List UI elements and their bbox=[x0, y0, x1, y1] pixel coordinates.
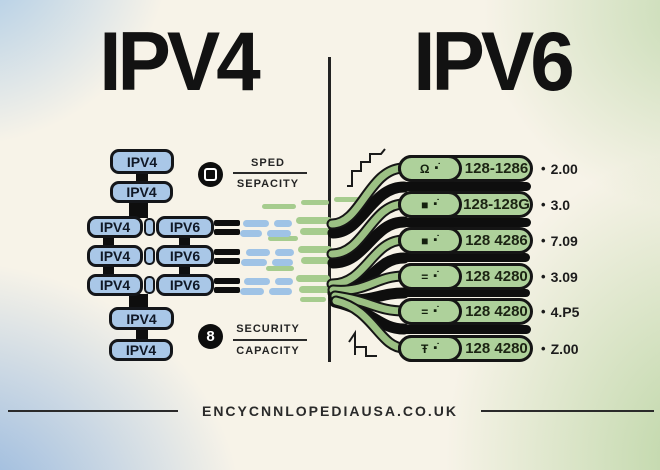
ipv6-address-pill: ■ ▪˙ 128-128G bbox=[398, 191, 533, 218]
title-ipv4: IPV4 bbox=[99, 15, 260, 108]
security-bottom-label: CAPACITY bbox=[236, 345, 300, 357]
address-code: 128 4280 bbox=[465, 340, 528, 357]
ipv6-address-pill: = ▪˙ 128 4280 bbox=[398, 298, 533, 325]
port-icon: ▪˙ bbox=[433, 234, 439, 246]
ipv6-address-pill: = ▪˙ 128 4280 bbox=[398, 263, 533, 290]
pair-connector-nub bbox=[144, 276, 155, 294]
bullet-icon: • bbox=[541, 161, 546, 176]
ipv6-pill: IPV6 bbox=[156, 274, 214, 296]
value-text: 4.P5 bbox=[550, 303, 580, 320]
speed-bottom-label: SEPACITY bbox=[236, 178, 300, 190]
cable-stub bbox=[214, 278, 240, 284]
value-text: 3.0 bbox=[550, 196, 571, 213]
cable-stub bbox=[214, 220, 240, 226]
ipv4-pill: IPV4 bbox=[109, 339, 173, 361]
square-icon: ■ bbox=[421, 233, 429, 248]
port-icon: ▪˙ bbox=[433, 270, 439, 282]
speed-rule bbox=[233, 172, 307, 174]
pair-connector-nub bbox=[144, 218, 155, 236]
pill-value: • Z.00 bbox=[541, 335, 579, 362]
pill-value: • 3.09 bbox=[541, 263, 578, 290]
pill-icon-capsule: = ▪˙ bbox=[398, 263, 462, 290]
pill-value: • 2.00 bbox=[541, 155, 578, 182]
cable-stub bbox=[214, 249, 240, 255]
ipv6-address-pill: Ω ▪˙ 128-1286 bbox=[398, 155, 533, 182]
pill-icon-capsule: ■ ▪˙ bbox=[398, 191, 462, 218]
address-code: 128-1286 bbox=[464, 160, 529, 177]
cable-stub bbox=[214, 229, 240, 235]
bullet-icon: • bbox=[541, 341, 546, 356]
ipv6-pill: IPV6 bbox=[156, 216, 214, 238]
circuit-zigzag-bottom bbox=[348, 329, 377, 357]
ipv4-pill: IPV4 bbox=[110, 181, 173, 203]
port-icon: ▪˙ bbox=[433, 198, 439, 210]
address-code: 128 4286 bbox=[465, 232, 528, 249]
cable-stub bbox=[214, 287, 240, 293]
chain-connector bbox=[103, 237, 114, 246]
chain-connector bbox=[136, 329, 148, 340]
circuit-zigzag-top bbox=[347, 148, 386, 187]
chain-connector bbox=[103, 266, 114, 275]
bullet-icon: • bbox=[541, 233, 546, 248]
center-divider-line bbox=[328, 57, 331, 362]
pair-connector-nub bbox=[144, 247, 155, 265]
chain-connector bbox=[179, 237, 190, 246]
tbar-icon: Ŧ bbox=[421, 341, 429, 356]
green-cables bbox=[326, 162, 410, 354]
security-rule bbox=[233, 339, 307, 341]
address-code: 128 4280 bbox=[465, 303, 528, 320]
footer-rule-right bbox=[481, 410, 654, 412]
port-icon: ▪˙ bbox=[433, 342, 439, 354]
port-icon: ▪˙ bbox=[434, 162, 441, 174]
pill-icon-capsule: ■ ▪˙ bbox=[398, 227, 462, 254]
title-ipv6: IPV6 bbox=[413, 15, 574, 108]
value-text: 7.09 bbox=[550, 232, 578, 249]
speed-top-label: SPED bbox=[251, 157, 285, 169]
security-badge: 8 bbox=[198, 324, 223, 349]
bullet-icon: • bbox=[541, 197, 546, 212]
square-icon: ■ bbox=[421, 197, 429, 212]
pill-icon-capsule: Ŧ ▪˙ bbox=[398, 335, 462, 362]
address-code: 128 4280 bbox=[465, 268, 528, 285]
security-top-label: SECURITY bbox=[236, 323, 300, 335]
address-code: 128-128G bbox=[463, 196, 530, 213]
ipv4-pill: IPV4 bbox=[110, 149, 174, 174]
equals-icon: = bbox=[421, 269, 429, 284]
digit-8-icon: 8 bbox=[206, 328, 215, 345]
equals-icon: = bbox=[421, 304, 429, 319]
port-icon: ▪˙ bbox=[433, 305, 439, 317]
value-text: Z.00 bbox=[550, 340, 579, 357]
blue-dashes bbox=[240, 220, 294, 295]
chain-connector bbox=[179, 266, 190, 275]
chain-connector bbox=[129, 294, 148, 309]
chain-connector bbox=[136, 171, 148, 183]
ipv4-pill: IPV4 bbox=[109, 307, 174, 330]
pill-value: • 3.0 bbox=[541, 191, 570, 218]
green-dashes bbox=[262, 197, 360, 302]
pill-icon-capsule: = ▪˙ bbox=[398, 298, 462, 325]
pill-value: • 4.P5 bbox=[541, 298, 579, 325]
ipv4-pill: IPV4 bbox=[87, 245, 143, 267]
ipv4-pill: IPV4 bbox=[87, 274, 143, 296]
bullet-icon: • bbox=[541, 269, 546, 284]
inter-pill-bars bbox=[400, 182, 531, 334]
ipv6-address-pill: Ŧ ▪˙ 128 4280 bbox=[398, 335, 533, 362]
value-text: 2.00 bbox=[550, 160, 578, 177]
chain-connector bbox=[129, 200, 148, 218]
cable-stub bbox=[214, 258, 240, 264]
omega-icon: Ω bbox=[419, 161, 430, 176]
footer-rule-left bbox=[8, 410, 178, 412]
pill-icon-capsule: Ω ▪˙ bbox=[398, 155, 462, 182]
bullet-icon: • bbox=[541, 304, 546, 319]
square-outline-icon bbox=[204, 168, 217, 181]
speed-badge bbox=[198, 162, 223, 187]
ipv6-pill: IPV6 bbox=[156, 245, 214, 267]
ipv4-pill: IPV4 bbox=[87, 216, 143, 238]
footer-url: ENCYCNNLOPEDIAUSA.CO.UK bbox=[201, 403, 458, 419]
pill-value: • 7.09 bbox=[541, 227, 578, 254]
value-text: 3.09 bbox=[550, 268, 578, 285]
ipv6-address-pill: ■ ▪˙ 128 4286 bbox=[398, 227, 533, 254]
